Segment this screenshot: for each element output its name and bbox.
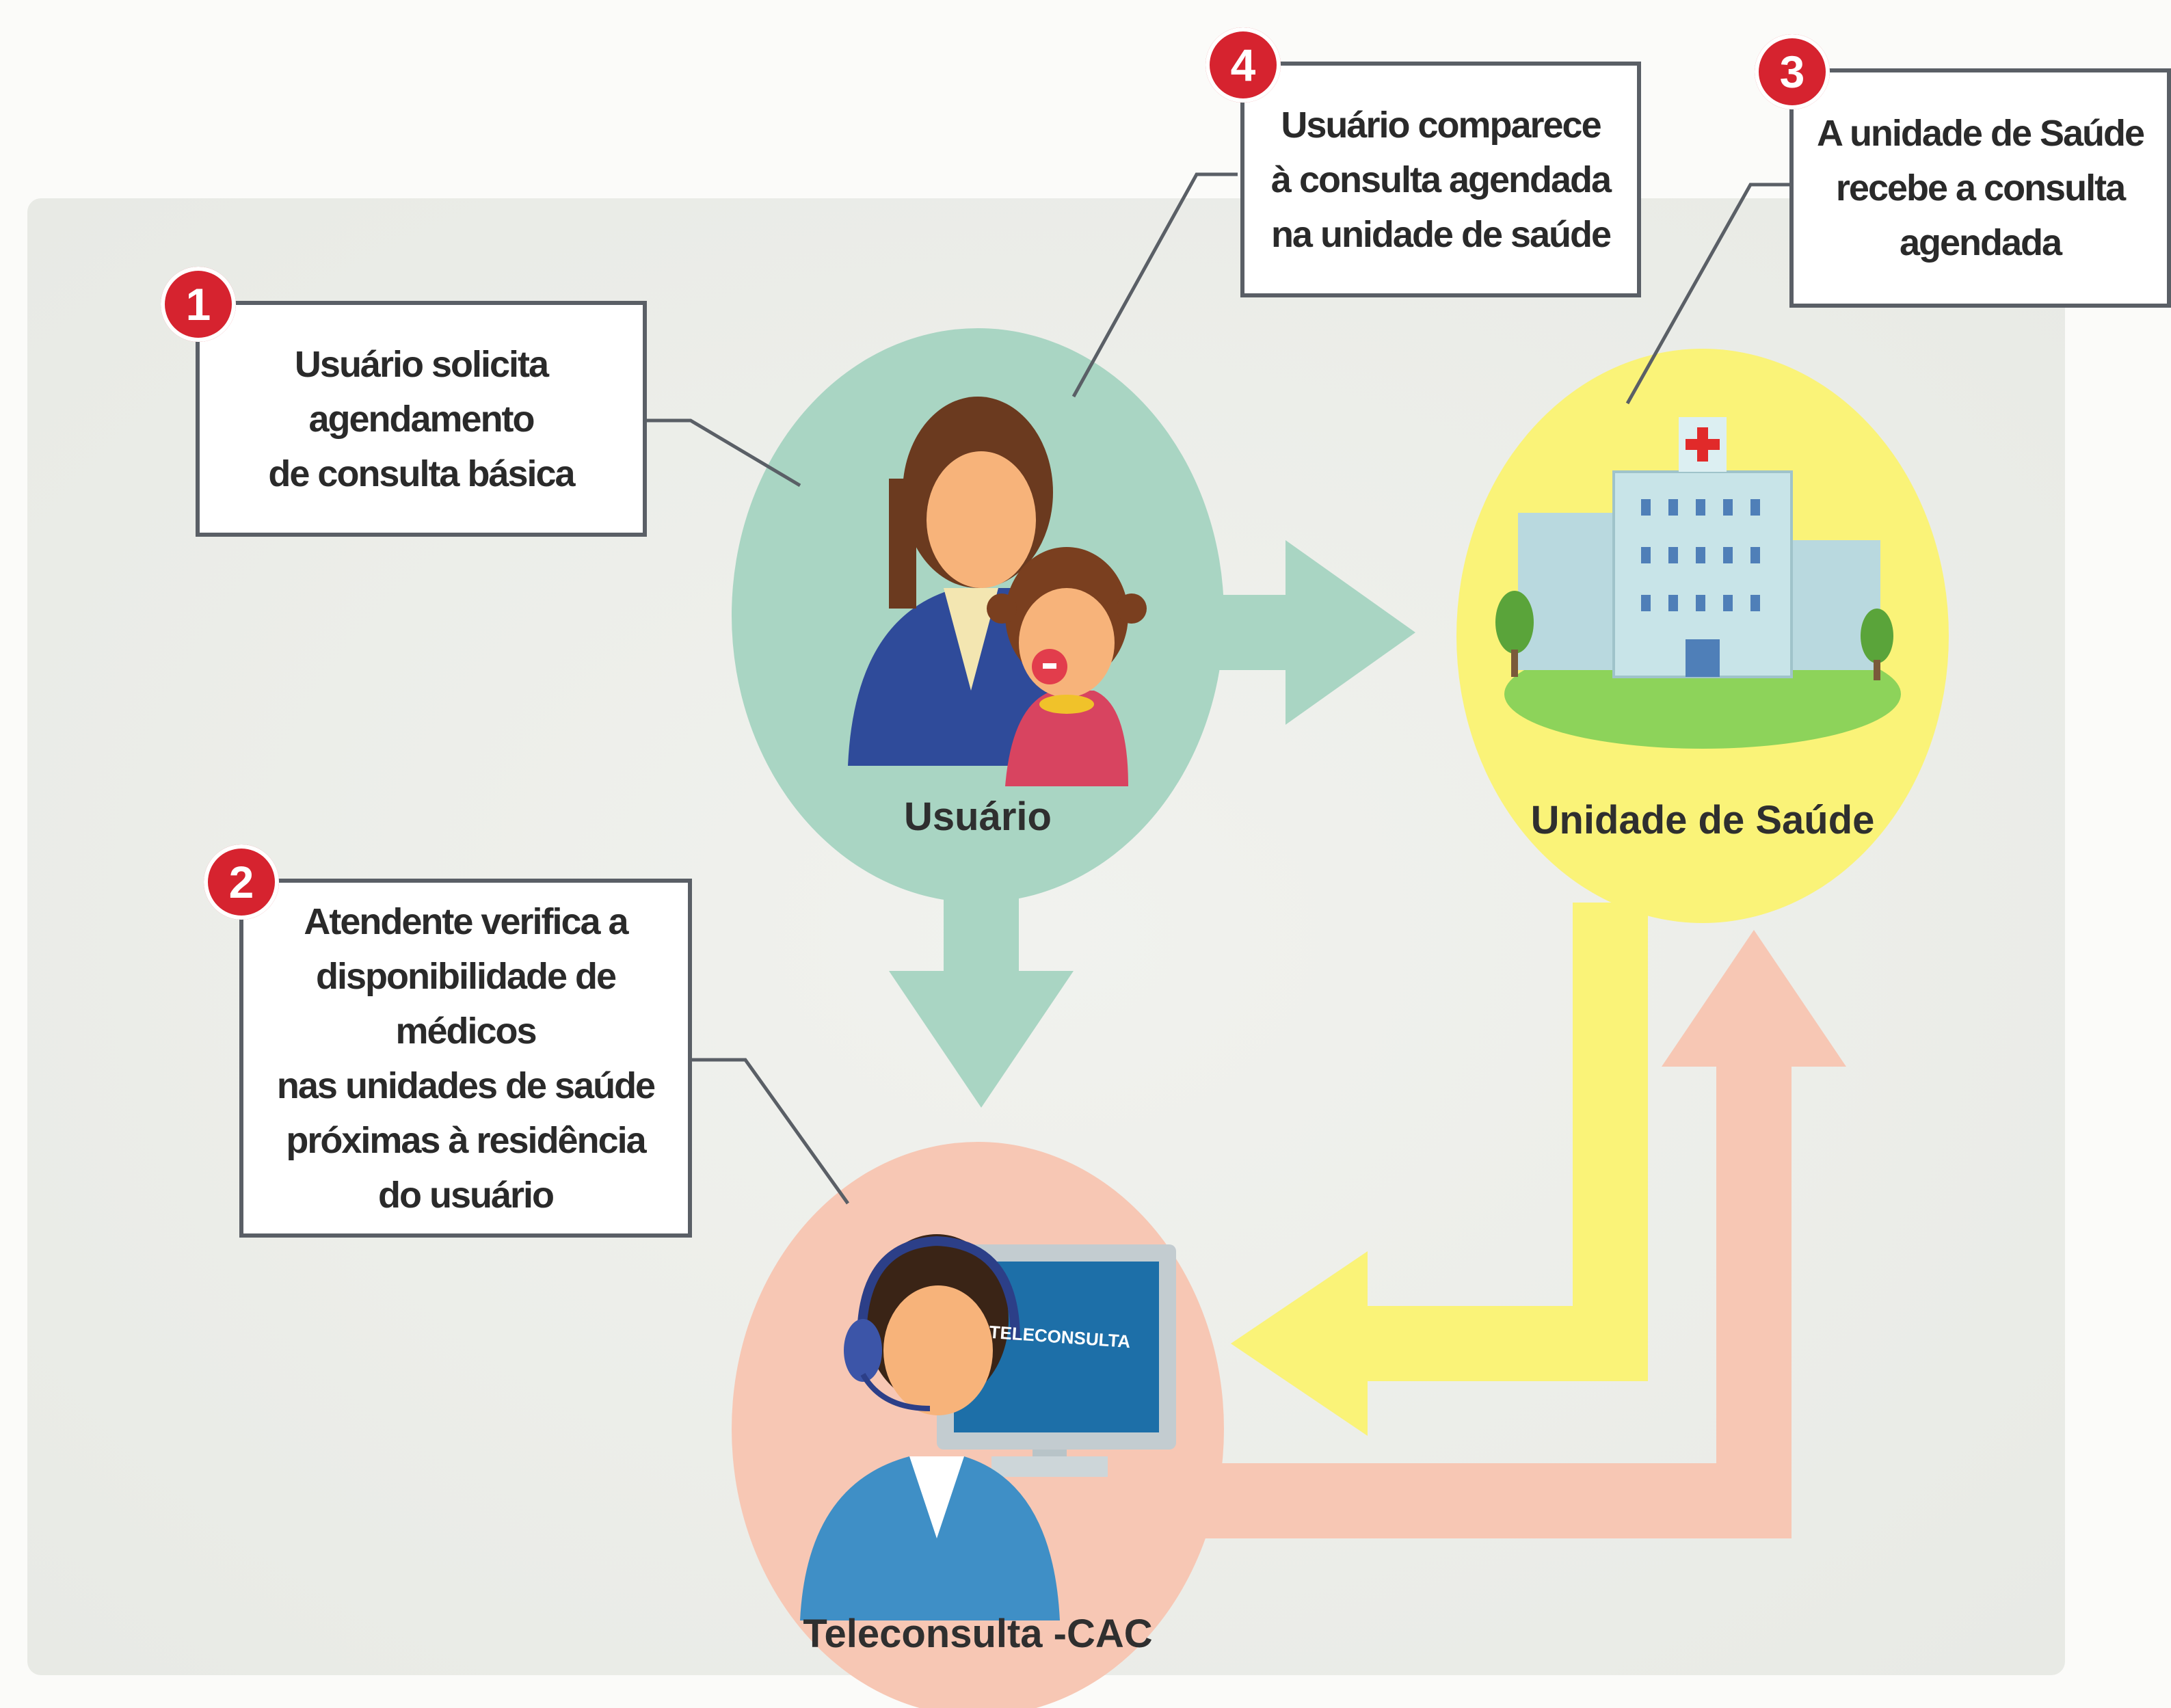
arrow-teleconsulta-to-unidade: [1203, 930, 1846, 1538]
step-2-badge: 2: [204, 844, 279, 920]
step-3-badge: 3: [1755, 34, 1830, 109]
step-4-callout: Usuário comparece à consulta agendada na…: [1240, 62, 1641, 297]
node-label-teleconsulta: Teleconsulta -CAC: [803, 1612, 1153, 1656]
step-3-callout: A unidade de Saúde recebe a consulta age…: [1789, 68, 2171, 308]
user-mother-child-icon: [848, 397, 1147, 786]
step-1-callout: Usuário solicita agendamento de consulta…: [196, 301, 647, 537]
arrow-usuario-to-teleconsulta: [889, 889, 1074, 1108]
hospital-icon: [1495, 417, 1901, 749]
callout-lines: [643, 172, 1792, 1205]
step-1-badge: 1: [161, 267, 236, 342]
node-label-usuario: Usuário: [904, 795, 1052, 839]
call-center-agent-icon: [800, 1234, 1176, 1620]
arrow-usuario-to-unidade: [1203, 540, 1415, 725]
step-4-badge: 4: [1206, 27, 1281, 103]
arrow-unidade-to-teleconsulta: [1231, 903, 1648, 1436]
node-label-unidade: Unidade de Saúde: [1530, 798, 1875, 842]
step-2-callout: Atendente verifica a disponibilidade de …: [239, 879, 692, 1238]
